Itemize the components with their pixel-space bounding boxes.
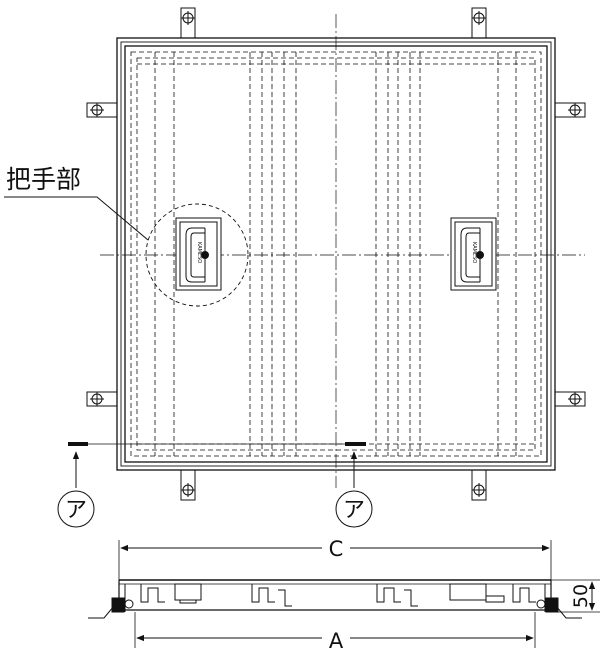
mounting-lug-top-right [471,7,487,39]
handle-right [450,217,497,291]
center-lines [100,14,585,488]
mounting-lug-right-lower [554,391,586,407]
handle-leader-line [96,196,149,241]
handle-detail-circle [145,203,249,307]
handle-part-label: 把手部 [6,165,81,194]
handle-stamp-left: KAMESO [196,242,202,263]
dim-label-c: C [329,537,344,561]
section-marker-right: ア [343,498,365,523]
mounting-lug-left-upper [86,102,118,118]
mounting-lug-top-left [180,7,196,39]
mounting-lug-bottom-right [471,469,487,501]
section-marker-circle-left [57,490,95,528]
handle-left [175,217,222,291]
section-marker-left: ア [65,498,87,523]
section-view [88,540,600,648]
mounting-lug-left-lower [86,391,118,407]
mounting-lug-bottom-left [180,469,196,501]
dim-label-height: 50 [570,584,592,608]
section-marker-circle-right [335,490,373,528]
plan-view [4,7,586,528]
dim-label-a: A [329,629,344,653]
mounting-lug-right-upper [554,102,586,118]
handle-stamp-right: KAMESO [471,242,477,263]
